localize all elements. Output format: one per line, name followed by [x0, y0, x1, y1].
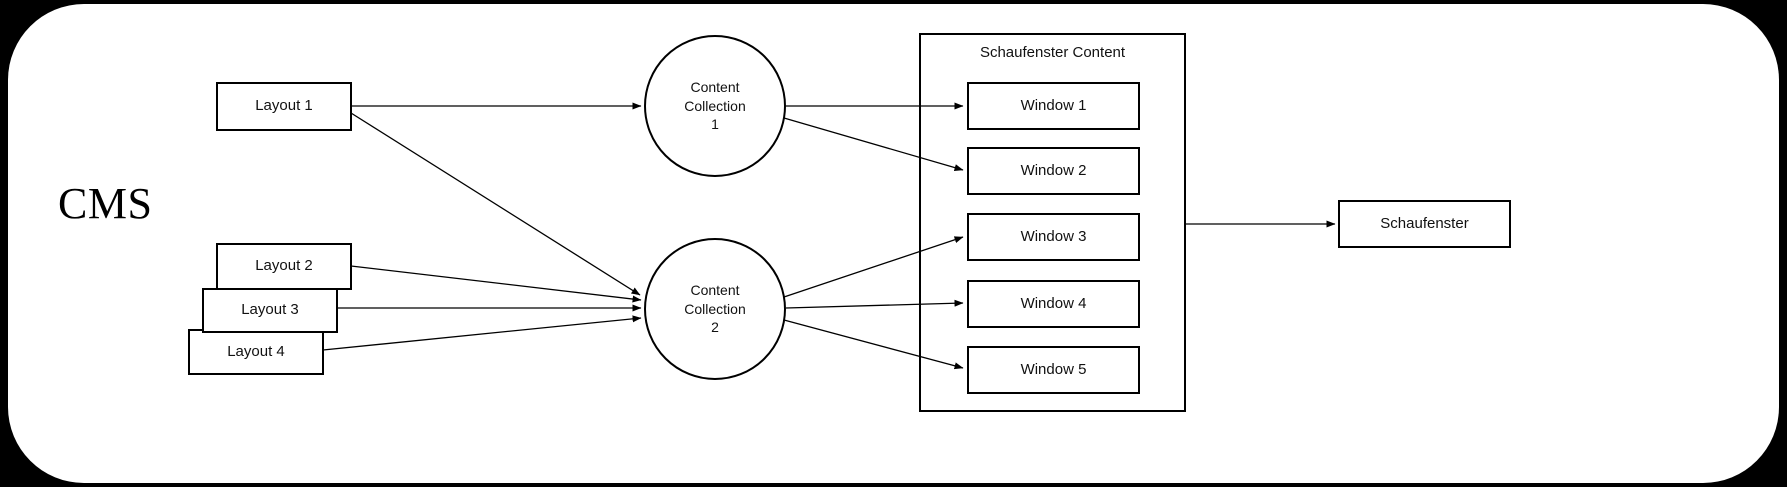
node-label: Layout 4: [227, 342, 285, 360]
node-label: Layout 1: [255, 97, 313, 115]
node-layout-2[interactable]: Layout 2: [216, 243, 352, 290]
node-window-2[interactable]: Window 2: [967, 147, 1140, 195]
node-label: Layout 3: [241, 301, 299, 319]
node-label: Window 3: [1020, 227, 1087, 245]
node-content-collection-2[interactable]: Content Collection 2: [644, 238, 786, 380]
group-title: Schaufenster Content: [979, 44, 1126, 61]
node-schaufenster[interactable]: Schaufenster: [1338, 200, 1511, 248]
node-content-collection-1[interactable]: Content Collection 1: [644, 35, 786, 177]
node-layout-1[interactable]: Layout 1: [216, 82, 352, 131]
node-label: Window 1: [1020, 96, 1087, 114]
node-label: Window 4: [1020, 294, 1087, 312]
node-label: Layout 2: [255, 257, 313, 275]
node-window-3[interactable]: Window 3: [967, 213, 1140, 261]
node-label: Content Collection 1: [684, 78, 746, 133]
node-window-4[interactable]: Window 4: [967, 280, 1140, 328]
page-title: CMS: [58, 179, 153, 228]
node-layout-4[interactable]: Layout 4: [188, 329, 324, 375]
node-label: Window 5: [1020, 360, 1087, 378]
node-window-1[interactable]: Window 1: [967, 82, 1140, 130]
node-label: Content Collection 2: [684, 281, 746, 336]
node-label: Window 2: [1020, 161, 1087, 179]
node-layout-3[interactable]: Layout 3: [202, 288, 338, 333]
group-schaufenster-content: Schaufenster Content: [919, 33, 1186, 412]
node-label: Schaufenster: [1380, 214, 1469, 232]
node-window-5[interactable]: Window 5: [967, 346, 1140, 394]
